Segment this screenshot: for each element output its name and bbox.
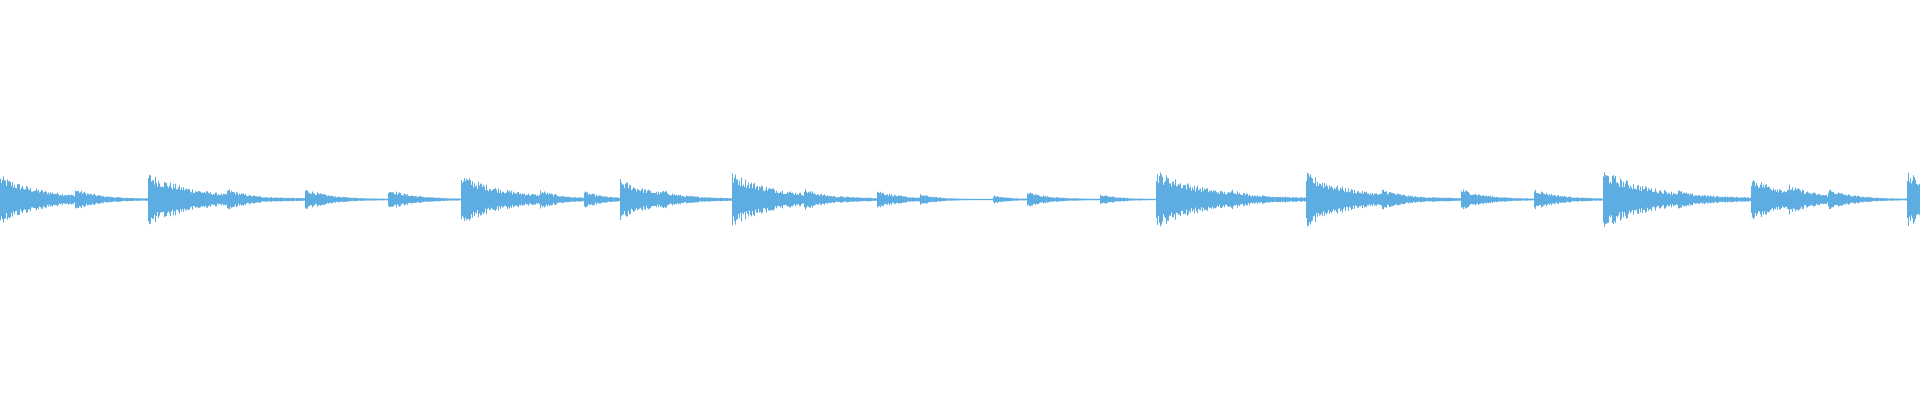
waveform-signal <box>0 172 1920 227</box>
